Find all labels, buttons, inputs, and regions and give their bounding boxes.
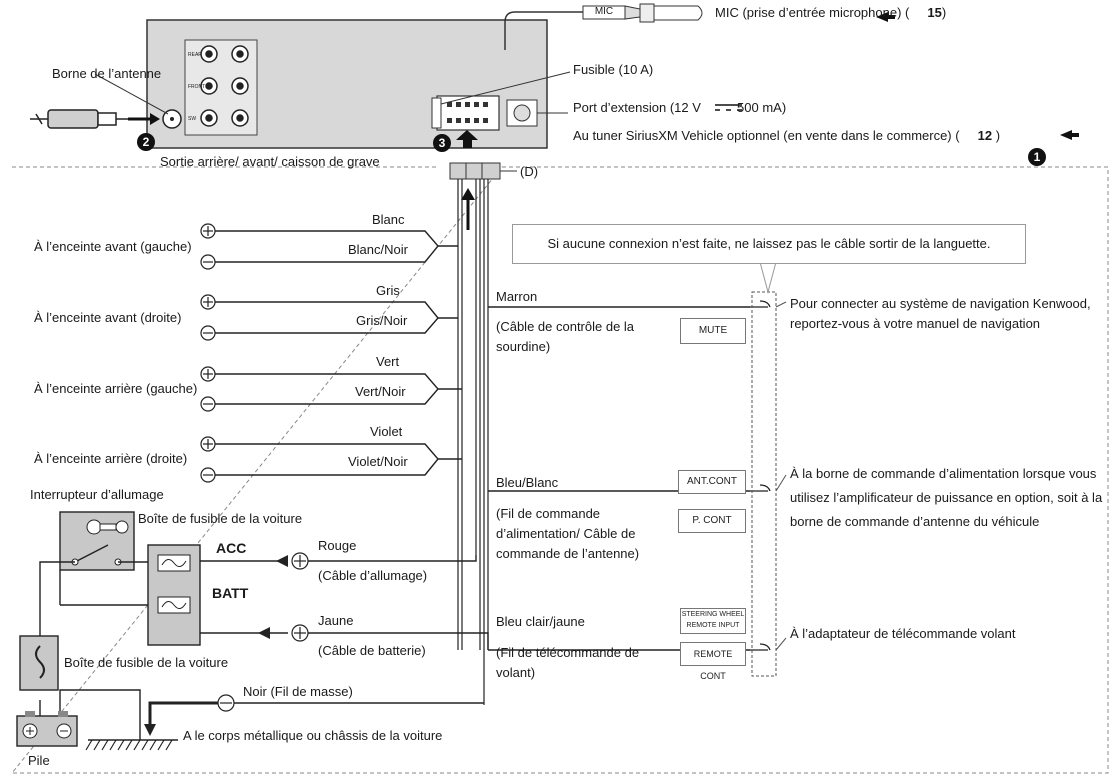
speaker-neg-4: Violet/Noir — [348, 454, 408, 469]
connect-arrow — [463, 140, 472, 148]
speaker-wires — [215, 230, 462, 476]
speaker-terminals — [200, 223, 216, 483]
speaker-name-1: À l’enceinte avant (gauche) — [34, 239, 192, 254]
red-wire-desc: (Câble d’allumage) — [318, 568, 428, 583]
blue-white-desc-3: commande de l’antenne) — [496, 546, 640, 561]
ref-arrows — [876, 12, 1079, 140]
harness-socket — [436, 95, 500, 131]
blue-white-desc-1: (Fil de commande — [496, 506, 601, 521]
connector-d-label: (D) — [520, 164, 539, 179]
speaker-pos-2: Gris — [376, 283, 400, 298]
extension-port-label: Port d’extension (12 V 500 mA) — [573, 100, 787, 115]
wire-bundle — [457, 179, 489, 705]
brown-wire-label: Marron — [496, 289, 538, 304]
callout-3: 3 — [433, 134, 451, 152]
amp-line-3: borne de commande d’antenne du véhicule — [790, 514, 1040, 529]
mic-label: MIC (prise d’entrée microphone) ( 15) — [715, 5, 947, 20]
ignition-switch-label: Interrupteur d’allumage — [30, 487, 164, 502]
steering-input-line-2: REMOTE INPUT — [686, 622, 740, 629]
rca-mini-front: FRONT — [188, 84, 206, 90]
rca-jacks — [200, 45, 249, 127]
p-cont-box: P. CONT — [678, 509, 746, 533]
ground-wire — [148, 701, 218, 730]
speaker-pos-4: Violet — [370, 424, 403, 439]
battery-label: Pile — [28, 753, 50, 768]
speaker-name-3: À l’enceinte arrière (gauche) — [34, 381, 198, 396]
fuse-label: Fusible (10 A) — [573, 62, 654, 77]
kenwood-line-2: reportez-vous à votre manuel de navigati… — [790, 316, 1041, 331]
remote-cont-box: REMOTE CONT — [680, 642, 746, 681]
rca-output-label: Sortie arrière/ avant/ caisson de grave — [160, 154, 380, 169]
acc-label: ACC — [216, 540, 247, 556]
power-wires — [225, 555, 489, 704]
speaker-neg-2: Gris/Noir — [356, 313, 408, 328]
tab-note: Si aucune connexion n’est faite, ne lais… — [512, 224, 1026, 264]
mic-plug-label: MIC — [594, 6, 614, 17]
callout-1: 1 — [1028, 148, 1046, 166]
steering-target-label: À l’adaptateur de télécommande volant — [790, 626, 1016, 641]
speaker-name-2: À l’enceinte avant (droite) — [34, 310, 182, 325]
brown-wire-desc-2: sourdine) — [496, 339, 551, 354]
brown-wire-desc-1: (Câble de contrôle de la — [496, 319, 635, 334]
battery-fuse-box — [19, 635, 59, 691]
yellow-wire-label: Jaune — [318, 613, 354, 628]
ant-cont-box: ANT.CONT — [678, 470, 746, 494]
batt-label: BATT — [212, 585, 249, 601]
harness-plug — [449, 162, 501, 180]
antenna-plug — [30, 109, 128, 129]
battery-fuse-box-label: Boîte de fusible de la voiture — [64, 655, 229, 670]
light-blue-wire-label: Bleu clair/jaune — [496, 614, 585, 629]
car-fuse-box-label: Boîte de fusible de la voiture — [138, 511, 303, 526]
red-wire-label: Rouge — [318, 538, 357, 553]
kenwood-line-1: Pour connecter au système de navigation … — [790, 296, 1091, 311]
antenna-label: Borne de l’antenne — [52, 66, 162, 81]
speaker-neg-1: Blanc/Noir — [348, 242, 408, 257]
speaker-pos-3: Vert — [376, 354, 400, 369]
blue-white-wire-label: Bleu/Blanc — [496, 475, 559, 490]
yellow-wire-desc: (Câble de batterie) — [318, 643, 426, 658]
mic-cable — [504, 11, 583, 50]
light-blue-desc-2: volant) — [496, 665, 536, 680]
speaker-pos-1: Blanc — [372, 212, 405, 227]
ground-wire-label: Noir (Fil de masse) — [243, 684, 353, 699]
siriusxm-label: Au tuner SiriusXM Vehicle optionnel (en … — [573, 128, 1001, 143]
dashed-outline — [10, 166, 1109, 774]
rca-mini-sw: SW — [188, 116, 197, 122]
speaker-name-4: À l’enceinte arrière (droite) — [34, 451, 188, 466]
speaker-neg-3: Vert/Noir — [355, 384, 406, 399]
rca-mini-rear: REAR — [188, 52, 202, 58]
steering-input-line-1: STEERING WHEEL — [681, 611, 745, 618]
mute-box: MUTE — [680, 318, 746, 344]
blue-white-desc-2: d’alimentation/ Câble de — [496, 526, 636, 541]
tab-bracket — [751, 291, 777, 677]
fuse — [431, 97, 442, 129]
amp-line-1: À la borne de commande d’alimentation lo… — [790, 466, 1097, 481]
chassis-label: A le corps métallique ou châssis de la v… — [183, 728, 443, 743]
light-blue-desc-1: (Fil de télécommande de — [496, 645, 640, 660]
steering-input-box: STEERING WHEEL REMOTE INPUT — [680, 608, 746, 634]
amp-line-2: utilisez l’amplificateur de puissance en… — [790, 490, 1103, 505]
callout-2: 2 — [137, 133, 155, 151]
